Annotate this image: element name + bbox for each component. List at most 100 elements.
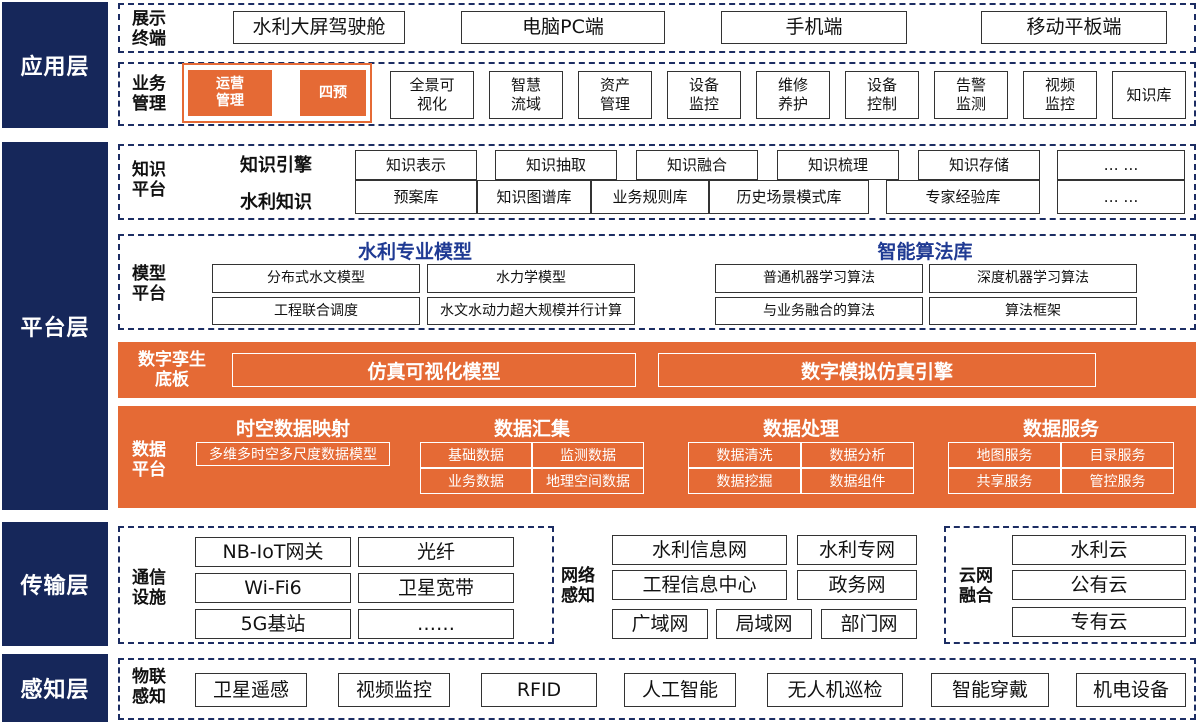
comm-item: 5G基站 — [195, 609, 351, 639]
twin-item-sim-engine: 数字模拟仿真引擎 — [658, 353, 1096, 387]
knowledge-more: … … — [1057, 180, 1185, 214]
business-item-device-monitor: 设备 监控 — [667, 71, 741, 119]
layer-app: 应用层 — [2, 2, 108, 128]
business-label: 业务 管理 — [132, 74, 166, 114]
data-group-title: 时空数据映射 — [235, 418, 350, 440]
layer-platform: 平台层 — [2, 142, 108, 510]
network-label: 网络 感知 — [561, 566, 595, 606]
data-group-title: 数据处理 — [762, 418, 839, 440]
cloud-item: 专有云 — [1012, 607, 1186, 637]
twin-label: 数字孪生 底板 — [138, 350, 206, 390]
model-algo-item: 普通机器学习算法 — [715, 264, 923, 293]
business-item-panorama: 全景可 视化 — [390, 71, 474, 119]
iot-item: RFID — [481, 673, 597, 707]
iot-item: 机电设备 — [1076, 673, 1186, 707]
network-item: 水利专网 — [797, 535, 917, 565]
model-algo-title: 智能算法库 — [877, 241, 973, 263]
data-group-item: 数据分析 — [801, 442, 914, 468]
network-item: 广域网 — [612, 609, 708, 639]
data-group-item: 基础数据 — [420, 442, 532, 468]
iot-item: 无人机巡检 — [767, 673, 903, 707]
cloud-label: 云网 融合 — [959, 566, 993, 606]
business-item-device-control: 设备 控制 — [845, 71, 919, 119]
model-algo-item: 深度机器学习算法 — [929, 264, 1137, 293]
knowledge-engine-item: 知识表示 — [355, 150, 477, 180]
business-item-alarm: 告警 监测 — [934, 71, 1008, 119]
comm-label: 通信 设施 — [132, 568, 166, 608]
model-water-title: 水利专业模型 — [357, 241, 472, 263]
model-algo-item: 算法框架 — [929, 297, 1137, 325]
business-highlight-operation: 运营 管理 — [188, 70, 272, 116]
network-item: 工程信息中心 — [612, 570, 787, 600]
data-group-item: 地理空间数据 — [532, 468, 644, 494]
knowledge-engine-item: 知识抽取 — [495, 150, 617, 180]
comm-item: NB-IoT网关 — [195, 537, 351, 567]
data-group-item: 多维多时空多尺度数据模型 — [196, 442, 390, 466]
network-item: 水利信息网 — [612, 535, 787, 565]
knowledge-water-item: 知识图谱库 — [477, 180, 591, 214]
business-item-asset: 资产 管理 — [578, 71, 652, 119]
display-item-big-screen: 水利大屏驾驶舱 — [233, 11, 405, 44]
data-group-title: 数据汇集 — [493, 418, 570, 440]
model-algo-item: 与业务融合的算法 — [715, 297, 923, 325]
twin-panel — [118, 342, 1196, 398]
model-water-item: 工程联合调度 — [212, 297, 420, 325]
business-item-knowledge-base: 知识库 — [1112, 71, 1186, 119]
business-item-maintenance: 维修 养护 — [756, 71, 830, 119]
knowledge-water-item: 专家经验库 — [886, 180, 1040, 214]
iot-panel — [118, 658, 1196, 720]
cloud-panel — [944, 526, 1196, 644]
model-water-item: 分布式水文模型 — [212, 264, 420, 293]
iot-item: 卫星遥感 — [195, 673, 307, 707]
comm-item: …… — [358, 609, 514, 639]
business-panel — [118, 62, 1196, 126]
network-item: 政务网 — [797, 570, 917, 600]
twin-item-sim-model: 仿真可视化模型 — [232, 353, 636, 387]
data-group-item: 数据组件 — [801, 468, 914, 494]
model-water-item: 水文水动力超大规模并行计算 — [427, 297, 635, 325]
iot-label: 物联 感知 — [132, 667, 166, 707]
data-group-item: 共享服务 — [948, 468, 1061, 494]
network-item: 局域网 — [716, 609, 812, 639]
data-group-item: 数据清洗 — [688, 442, 801, 468]
knowledge-engine-item: 知识融合 — [636, 150, 758, 180]
knowledge-engine-item: 知识存储 — [918, 150, 1040, 180]
data-label: 数据 平台 — [132, 440, 166, 480]
layer-transport: 传输层 — [2, 522, 108, 646]
iot-item: 视频监控 — [338, 673, 450, 707]
model-water-item: 水力学模型 — [427, 264, 635, 293]
knowledge-water-item: 历史场景模式库 — [709, 180, 869, 214]
data-group-item: 管控服务 — [1061, 468, 1174, 494]
data-panel — [118, 406, 1196, 508]
iot-item: 人工智能 — [624, 673, 736, 707]
data-group-item: 目录服务 — [1061, 442, 1174, 468]
knowledge-engine-label: 知识引擎 — [240, 155, 312, 176]
model-panel — [118, 234, 1196, 330]
business-highlight-four-pre: 四预 — [300, 70, 366, 116]
data-group-item: 地图服务 — [948, 442, 1061, 468]
data-group-item: 监测数据 — [532, 442, 644, 468]
display-item-tablet: 移动平板端 — [981, 11, 1167, 44]
comm-item: 卫星宽带 — [358, 573, 514, 603]
knowledge-label: 知识 平台 — [132, 160, 166, 200]
iot-item: 智能穿戴 — [931, 673, 1049, 707]
knowledge-water-item: 预案库 — [355, 180, 477, 214]
display-item-mobile: 手机端 — [721, 11, 907, 44]
layer-sense: 感知层 — [2, 654, 108, 722]
cloud-item: 水利云 — [1012, 535, 1186, 565]
display-terminal-label: 展示 终端 — [132, 9, 166, 49]
knowledge-water-item: 业务规则库 — [591, 180, 709, 214]
data-group-item: 数据挖掘 — [688, 468, 801, 494]
comm-panel — [118, 526, 554, 644]
comm-item: Wi-Fi6 — [195, 573, 351, 603]
display-item-pc: 电脑PC端 — [461, 11, 665, 44]
comm-item: 光纤 — [358, 537, 514, 567]
data-group-title: 数据服务 — [1022, 418, 1099, 440]
display-terminal-panel — [118, 3, 1196, 53]
business-item-video: 视频 监控 — [1023, 71, 1097, 119]
knowledge-more: … … — [1057, 150, 1185, 180]
data-group-item: 业务数据 — [420, 468, 532, 494]
cloud-item: 公有云 — [1012, 570, 1186, 600]
knowledge-engine-item: 知识梳理 — [777, 150, 899, 180]
network-item: 部门网 — [821, 609, 917, 639]
